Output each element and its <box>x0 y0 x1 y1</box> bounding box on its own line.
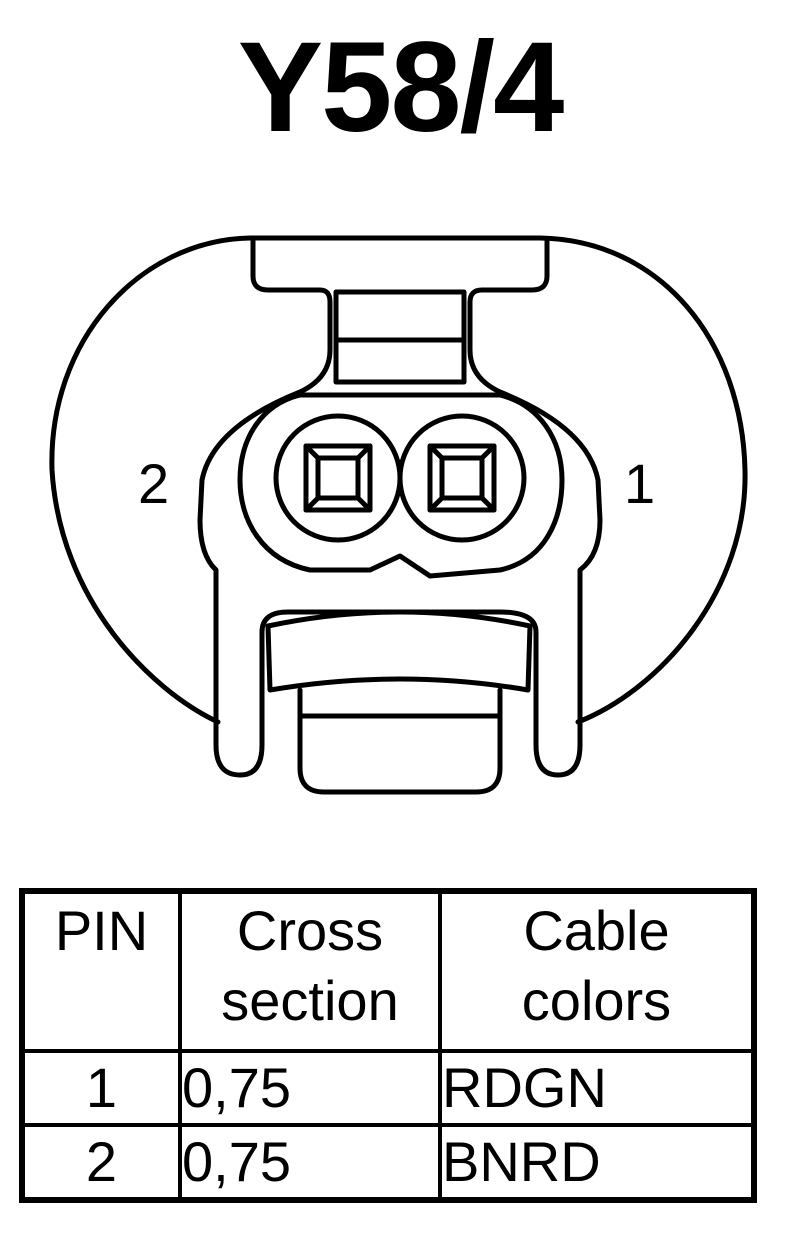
pin-cavity-1 <box>397 413 527 543</box>
row-1-color: RDGN <box>438 1049 756 1127</box>
table-row: 1 0,75 RDGN <box>20 1049 756 1127</box>
row-1-pin: 1 <box>20 1049 182 1127</box>
latch-tab <box>197 237 603 778</box>
header-pin-text: PIN <box>54 899 149 962</box>
header-pin: PIN <box>20 889 182 1053</box>
header-cable-line1: Cable <box>523 899 670 962</box>
table-row: 2 0,75 BNRD <box>20 1123 756 1202</box>
terminal-2 <box>303 443 373 513</box>
port-ring <box>237 392 565 579</box>
header-cable-line2: colors <box>521 969 672 1032</box>
connector-diagram <box>49 235 748 795</box>
header-cable-colors: Cable colors <box>438 889 756 1053</box>
header-cross-line1: Cross <box>236 899 384 962</box>
table-header-row: PIN Cross section Cable colors <box>20 889 756 1053</box>
pin-label-1: 1 <box>624 452 656 515</box>
bottom-lock <box>265 609 533 693</box>
header-cross-section: Cross section <box>178 889 442 1053</box>
header-cross-line2: section <box>221 969 399 1032</box>
pin-label-2: 2 <box>138 452 170 515</box>
latch-window <box>333 289 467 385</box>
connector-title: Y58/4 <box>237 16 565 159</box>
terminal-1 <box>427 443 497 513</box>
pin-cavity-2 <box>273 413 403 543</box>
outer-housing <box>49 235 748 725</box>
row-2-color: BNRD <box>438 1123 756 1202</box>
row-2-pin: 2 <box>20 1123 182 1202</box>
row-2-cross-section: 0,75 <box>178 1123 442 1202</box>
row-1-cross-section: 0,75 <box>178 1049 442 1127</box>
pin-table: PIN Cross section Cable colors 1 0,75 RD… <box>19 888 757 1203</box>
